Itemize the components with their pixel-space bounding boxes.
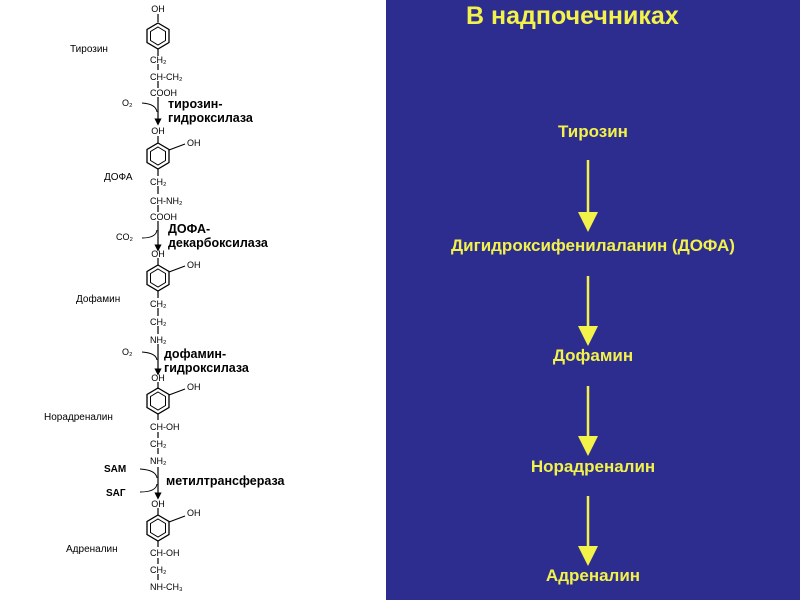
group-ch-oh: CH-OH: [150, 422, 180, 432]
enzyme-tyrosine-hydroxylase-line1: тирозин-: [168, 97, 223, 111]
group-oh: OH: [187, 382, 201, 392]
reagent-o2: O₂: [122, 347, 133, 357]
group-oh: OH: [151, 499, 165, 509]
group-oh: OH: [187, 260, 201, 270]
reagent-co2: CO₂: [116, 232, 134, 242]
pathway-arrows: [578, 160, 598, 566]
group-cooh: COOH: [150, 88, 177, 98]
step-dopa: Дигидроксифенилаланин (ДОФА): [451, 236, 735, 255]
enzyme-dopamine-hydroxylase-line2: гидроксилаза: [164, 361, 250, 375]
group-oh: OH: [151, 249, 165, 259]
group-nh2: NH₂: [150, 335, 167, 345]
group-nh-ch3: NH-CH₃: [150, 582, 183, 592]
group-ch2: CH₂: [150, 439, 167, 449]
group-ch2: CH₂: [150, 565, 167, 575]
reagent-sam: SAM: [104, 464, 126, 475]
group-nh2: NH₂: [150, 456, 167, 466]
group-ch2: CH₂: [150, 177, 167, 187]
group-oh: OH: [151, 4, 165, 14]
group-ch2: CH₂: [150, 55, 167, 65]
group-ch-nh2: CH-NH₂: [150, 196, 183, 206]
group-ch-oh: CH-OH: [150, 548, 180, 558]
summary-pathway-panel: В надпочечниках Тирозин Дигидроксифенила…: [386, 0, 800, 600]
label-dopa: ДОФА: [104, 172, 133, 183]
reagent-sag: SAГ: [106, 488, 126, 499]
group-oh: OH: [187, 138, 201, 148]
step-dopamine: Дофамин: [552, 346, 634, 365]
step-adrenaline: Адреналин: [545, 566, 641, 585]
group-ch-ch2: CH-CH₂: [150, 72, 183, 82]
group-oh: OH: [187, 508, 201, 518]
enzyme-methyltransferase: метилтрансфераза: [166, 474, 286, 488]
label-tyrosine: Тирозин: [70, 44, 108, 55]
step-noradrenaline: Норадреналин: [530, 457, 656, 476]
group-ch2: CH₂: [150, 299, 167, 309]
group-oh: OH: [151, 373, 165, 383]
enzyme-tyrosine-hydroxylase-line2: гидроксилаза: [168, 111, 254, 125]
group-cooh: COOH: [150, 212, 177, 222]
step-tyrosine: Тирозин: [558, 122, 628, 141]
label-dopamine: Дофамин: [76, 293, 120, 305]
reagent-o2: O₂: [122, 98, 133, 108]
enzyme-dopa-decarboxylase-line1: ДОФА-: [168, 222, 210, 236]
label-adrenaline: Адреналин: [66, 544, 118, 555]
enzyme-dopamine-hydroxylase-line1: дофамин-: [164, 347, 226, 361]
label-noradrenaline: Норадреналин: [44, 412, 113, 423]
group-oh: OH: [151, 126, 165, 136]
chemical-structure-diagram: OH CH₂ CH-CH₂ COOH Тирозин O₂ тирозин- г…: [44, 4, 286, 592]
chemical-pathway-panel: OH CH₂ CH-CH₂ COOH Тирозин O₂ тирозин- г…: [0, 0, 386, 600]
enzyme-dopa-decarboxylase-line2: декарбоксилаза: [168, 236, 269, 250]
heading: В надпочечниках: [466, 2, 679, 30]
group-ch2: CH₂: [150, 317, 167, 327]
